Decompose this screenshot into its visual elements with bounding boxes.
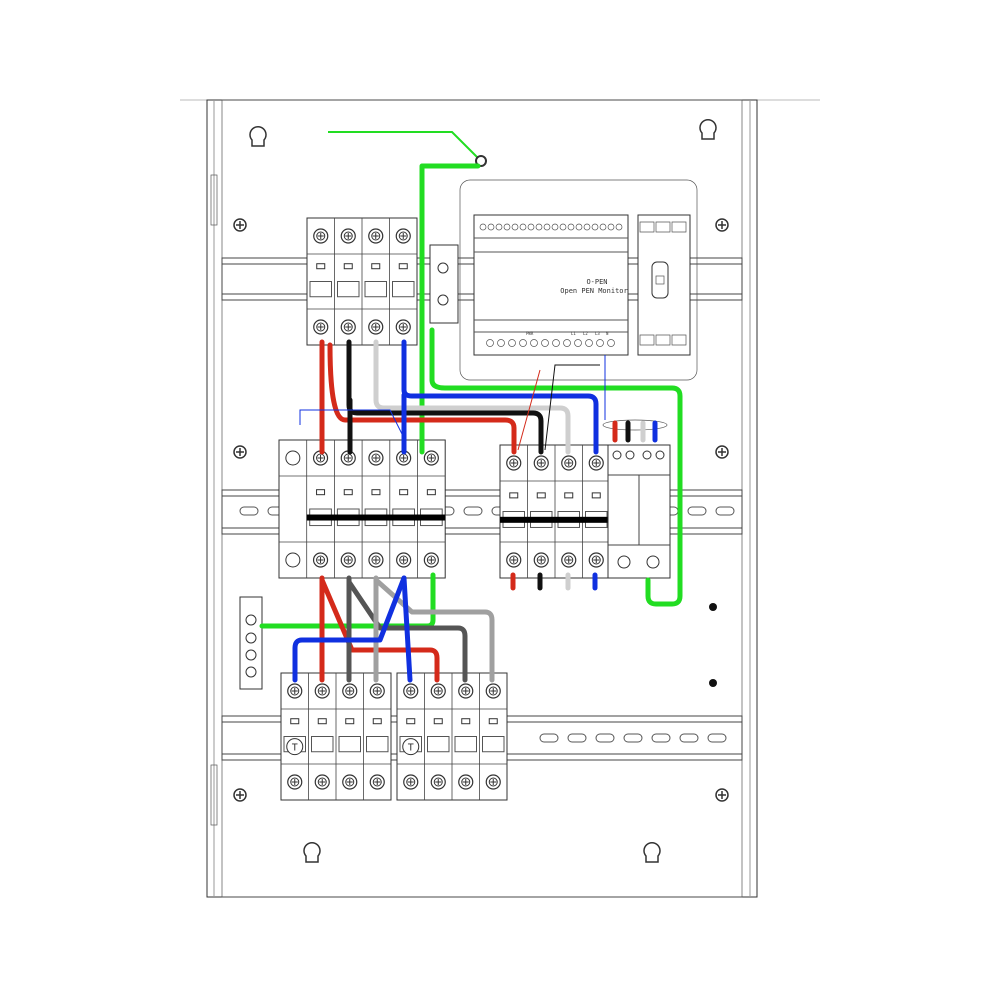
earth-stud [475,155,487,167]
pwr-label: PWR [526,331,534,336]
rcbo-circuit-1[interactable]: T [280,672,392,801]
open-pen-monitor: O-PEN Open PEN Monitor PWR L1 L2 L3 N [473,214,629,356]
test-button-label: T [292,743,298,754]
hole [709,679,717,687]
wire-blue-low1 [292,575,407,683]
monitor-bracket [459,179,698,381]
monitor-brand: O-PEN [586,278,607,286]
wire-blue-top [401,339,599,455]
hole [709,603,717,611]
wire-thin-blue [299,355,606,441]
phase-label-n: N [606,331,609,336]
distribution-breaker-6m[interactable] [278,439,446,579]
wire-blue-low2 [401,575,413,683]
monitor-rcbo-4p[interactable] [499,444,611,579]
contactor-module [637,214,691,356]
screw-icon [715,218,729,232]
test-button-label: T [408,743,414,754]
screw-icon [715,445,729,459]
screw-icon [233,788,247,802]
rcbo-circuit-2[interactable]: T [396,672,508,801]
terminal-block [429,244,459,324]
earth-bar [239,596,263,690]
phase-label-l2: L2 [583,331,588,336]
screw-icon [233,218,247,232]
wire-lightgrey-low2 [373,577,495,683]
wire-earth-main [419,163,481,455]
screw-icon [233,445,247,459]
main-isolator-4p[interactable] [306,217,418,346]
wire-white-top [373,339,571,455]
wire-thin-red [517,369,541,451]
wire-red-low2 [319,577,440,683]
wire-red-cross [327,342,517,455]
wire-darkgrey-low2 [346,579,468,683]
wire-thin-black [544,364,600,451]
earth-lead-line [328,131,481,161]
phase-label-l3: L3 [595,331,600,336]
keyhole-mounts [249,118,717,863]
wires [259,131,683,683]
surge-protection-device [602,419,671,579]
wire-earth-monitor [429,327,683,607]
screw-icon [715,788,729,802]
phase-label-l1: L1 [571,331,576,336]
mounting-screws [233,218,729,802]
monitor-name: Open PEN Monitor [560,287,627,295]
